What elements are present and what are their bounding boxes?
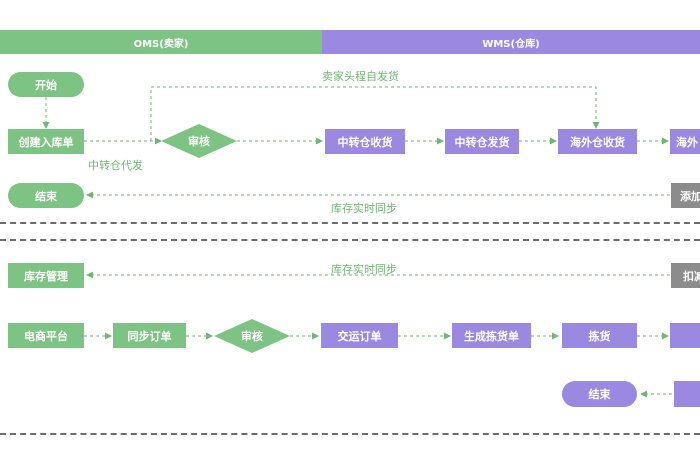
end-node-1: 结束	[8, 183, 84, 208]
lane-header-wms: WMS(仓库)	[322, 30, 700, 54]
generate-picking-node: 生成拣货单	[452, 323, 531, 348]
deduct-partial-node: 扣减	[671, 263, 700, 288]
edge-self-ship-loop	[150, 86, 600, 141]
inventory-mgmt-node: 库存管理	[8, 263, 84, 288]
sync-order-node: 同步订单	[113, 323, 186, 348]
ecommerce-platform-node: 电商平台	[8, 323, 84, 348]
partial-node-right-2	[674, 381, 700, 407]
label-self-ship: 卖家头程自发货	[322, 70, 399, 83]
label-transit-proxy: 中转仓代发	[88, 159, 143, 172]
delivery-order-node: 交运订单	[321, 323, 398, 348]
end-node-2: 结束	[562, 381, 637, 407]
review-decision-1: 审核	[161, 124, 237, 158]
review-label-1: 审核	[188, 135, 210, 148]
picking-node: 拣货	[562, 323, 637, 348]
partial-node-right	[670, 323, 700, 348]
label-inventory-sync-2: 库存实时同步	[331, 263, 397, 276]
divider-1	[0, 222, 700, 224]
divider-3	[0, 433, 700, 435]
add-partial-node: 添加	[671, 183, 700, 208]
start-node: 开始	[8, 72, 84, 97]
review-decision-2: 审核	[214, 319, 290, 353]
diamond-shape	[214, 319, 290, 353]
diamond-shape	[161, 124, 237, 158]
transit-ship-node: 中转仓发货	[445, 129, 519, 154]
transit-receive-node: 中转仓收货	[325, 129, 405, 154]
divider-2	[0, 239, 700, 241]
label-inventory-sync-1: 库存实时同步	[331, 202, 397, 215]
lane-header-oms: OMS(卖家)	[0, 30, 322, 54]
review-label-2: 审核	[241, 330, 263, 343]
overseas-receive-node: 海外仓收货	[558, 129, 637, 154]
overseas-partial-node: 海外	[670, 129, 700, 154]
create-inbound-node: 创建入库单	[8, 129, 84, 154]
